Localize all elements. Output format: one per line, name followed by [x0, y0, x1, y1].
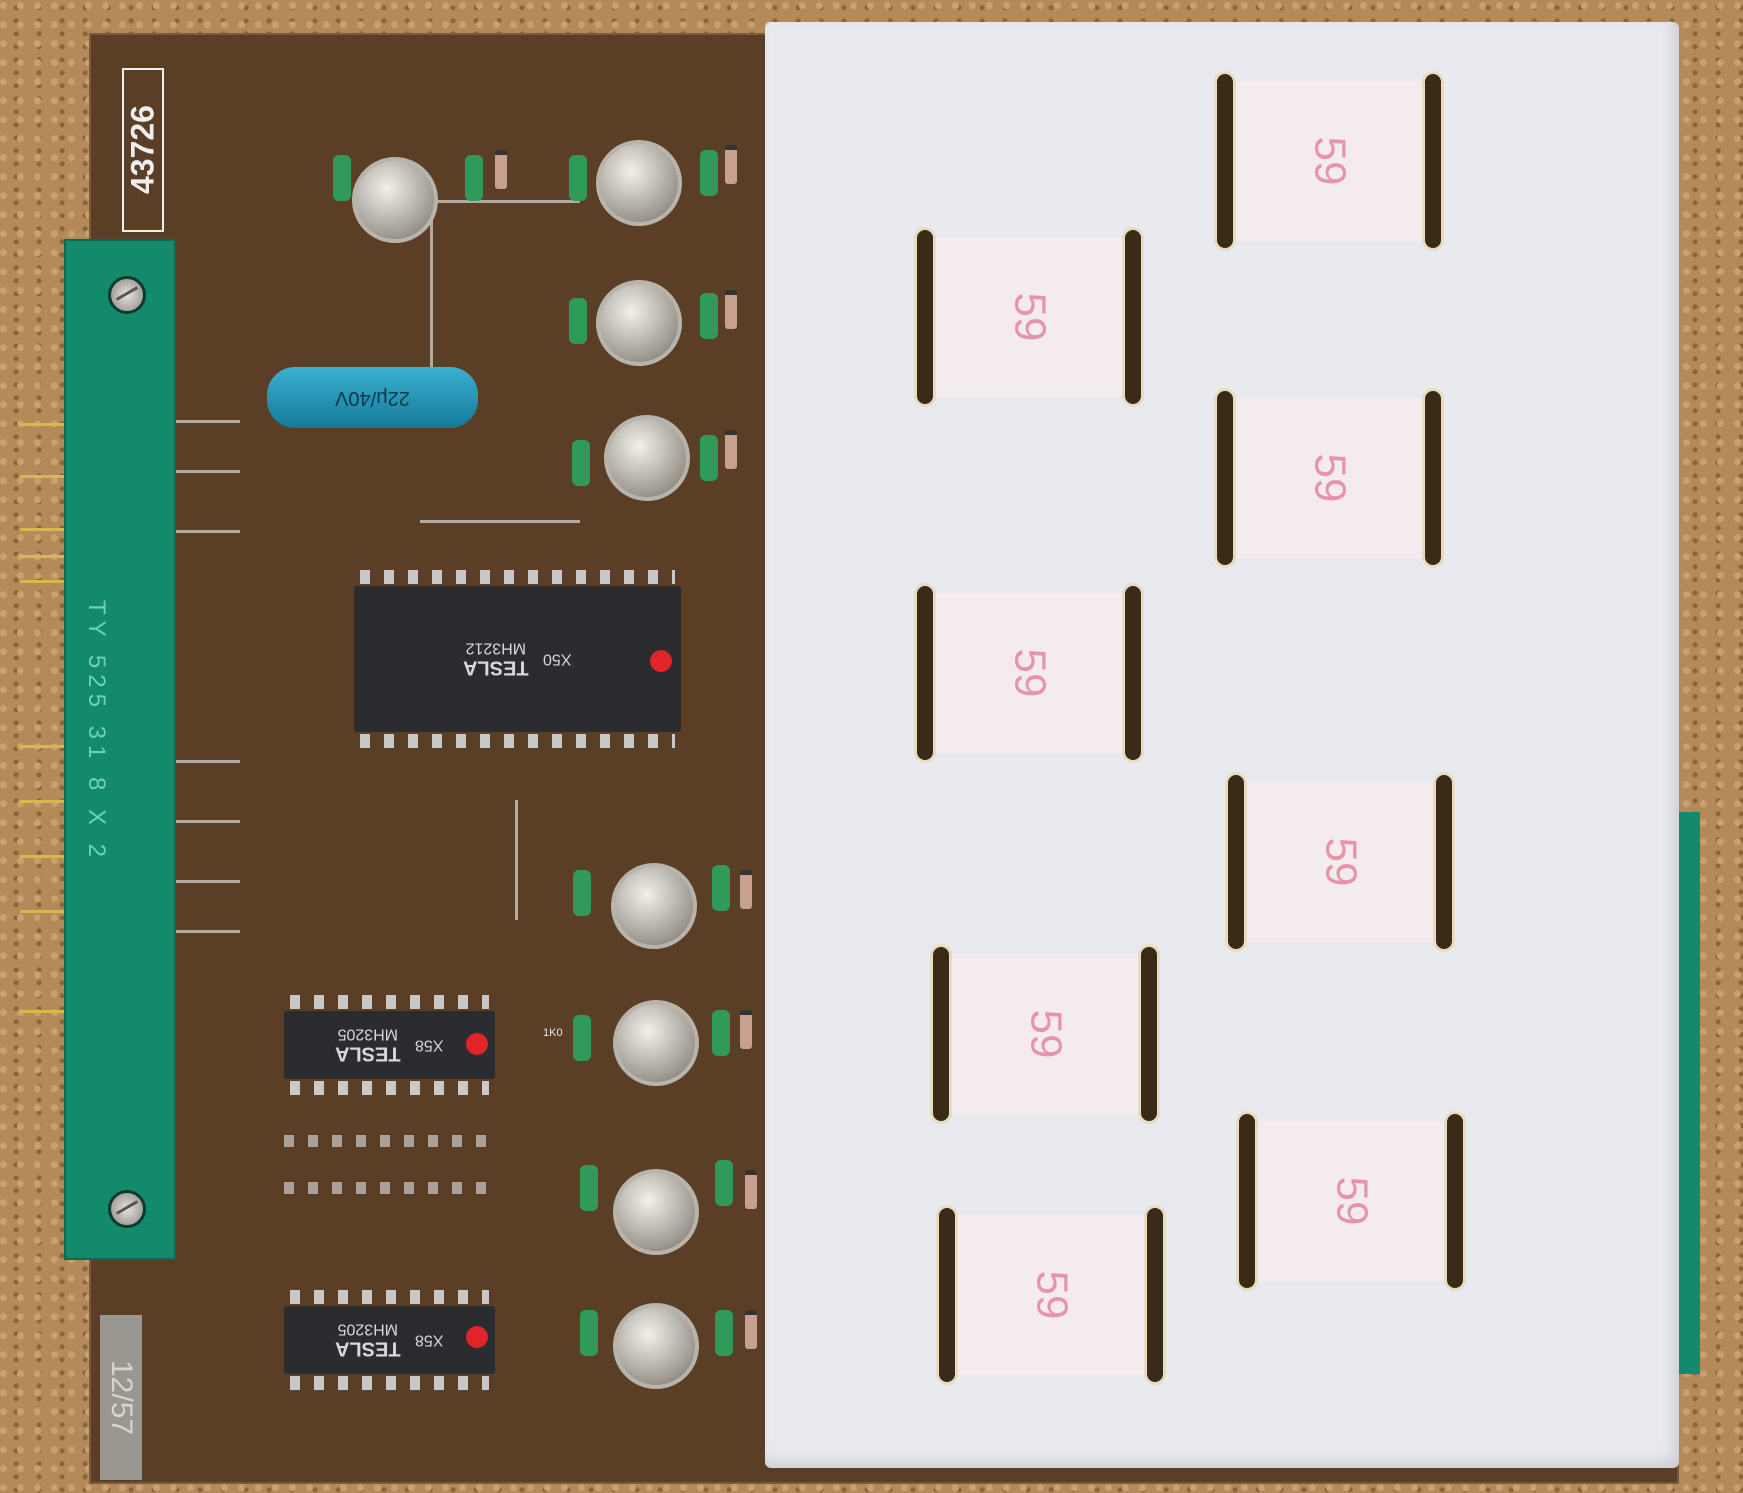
diode [725, 290, 737, 329]
trace [140, 470, 240, 473]
ic-brand: TESLA [335, 1337, 402, 1360]
connector-pin [20, 580, 64, 583]
diode [745, 1310, 757, 1349]
diode [495, 150, 507, 189]
core-label: 59 [1304, 453, 1354, 503]
ic-part: MH3205 [338, 1320, 399, 1338]
ferrite-core: 59 [1214, 388, 1444, 568]
trace [140, 760, 240, 763]
core-label: 59 [1004, 648, 1054, 698]
resistor-label: 1K0 [543, 1027, 563, 1039]
capacitor-label: 22μ/40V [335, 387, 410, 409]
resistor [465, 155, 483, 201]
ic-brand: TESLA [335, 1042, 402, 1065]
resistor [333, 155, 351, 201]
edge-connector [64, 239, 176, 1260]
connector-pin [20, 475, 64, 478]
connector-pin [20, 910, 64, 913]
transistor [596, 280, 682, 366]
transistor [352, 157, 438, 243]
trace [420, 520, 580, 523]
resistor [700, 435, 718, 481]
transistor [613, 1303, 699, 1389]
ic-code: X50 [543, 650, 572, 668]
diode [740, 1010, 752, 1049]
resistor [569, 155, 587, 201]
connector-pin [20, 1010, 64, 1013]
ferrite-core: 59 [930, 944, 1160, 1124]
resistor [569, 298, 587, 344]
ic-code: X58 [415, 1331, 444, 1349]
trace [140, 420, 240, 423]
resistor [712, 865, 730, 911]
connector-pin [20, 855, 64, 858]
resistor [700, 150, 718, 196]
resistor: 1K0 [543, 1015, 591, 1061]
connector-pin [20, 745, 64, 748]
red-marker [466, 1326, 488, 1348]
screw [108, 1190, 146, 1228]
red-marker [466, 1033, 488, 1055]
trace [430, 200, 433, 370]
diode [740, 870, 752, 909]
connector-pin [20, 800, 64, 803]
resistor [715, 1160, 733, 1206]
trace [430, 200, 580, 203]
ic-part: MH3212 [466, 639, 527, 657]
inspection-tag: 12/57 [100, 1315, 142, 1480]
core-label: 59 [1315, 837, 1365, 887]
resistor [712, 1010, 730, 1056]
screw [108, 276, 146, 314]
trace [140, 820, 240, 823]
connector-marking: TY 525 31 8 X 2 [83, 600, 110, 864]
ferrite-core: 59 [914, 227, 1144, 407]
electrolytic-capacitor: 22μ/40V [267, 367, 478, 428]
resistor [572, 440, 590, 486]
resistor [715, 1310, 733, 1356]
empty-socket-row [284, 1182, 489, 1194]
connector-pin [20, 423, 64, 426]
core-label: 59 [1304, 136, 1354, 186]
ferrite-core: 59 [914, 583, 1144, 763]
diode [725, 145, 737, 184]
trace [140, 880, 240, 883]
resistor [580, 1310, 598, 1356]
empty-socket-row [284, 1135, 489, 1147]
transistor [613, 1000, 699, 1086]
trace [140, 530, 240, 533]
diode [725, 430, 737, 469]
ferrite-core: 59 [1225, 772, 1455, 952]
transistor [596, 140, 682, 226]
core-label: 59 [1326, 1176, 1376, 1226]
core-label: 59 [1004, 292, 1054, 342]
transistor [613, 1169, 699, 1255]
connector-pin [20, 528, 64, 531]
ic-brand: TESLA [463, 656, 530, 679]
ferrite-core: 59 [1214, 71, 1444, 251]
resistor [573, 870, 591, 916]
transistor [604, 415, 690, 501]
core-label: 59 [1026, 1270, 1076, 1320]
transistor [611, 863, 697, 949]
trace [515, 800, 518, 920]
diode [745, 1170, 757, 1209]
red-marker [650, 650, 672, 672]
ferrite-core: 59 [1236, 1111, 1466, 1291]
connector-pin [20, 555, 64, 558]
core-label: 59 [1020, 1009, 1070, 1059]
resistor [700, 293, 718, 339]
ic-code: X58 [415, 1036, 444, 1054]
trace [140, 930, 240, 933]
serial-number-label: 43726 [122, 68, 164, 232]
ferrite-core: 59 [936, 1205, 1166, 1385]
resistor [580, 1165, 598, 1211]
ic-part: MH3205 [338, 1025, 399, 1043]
